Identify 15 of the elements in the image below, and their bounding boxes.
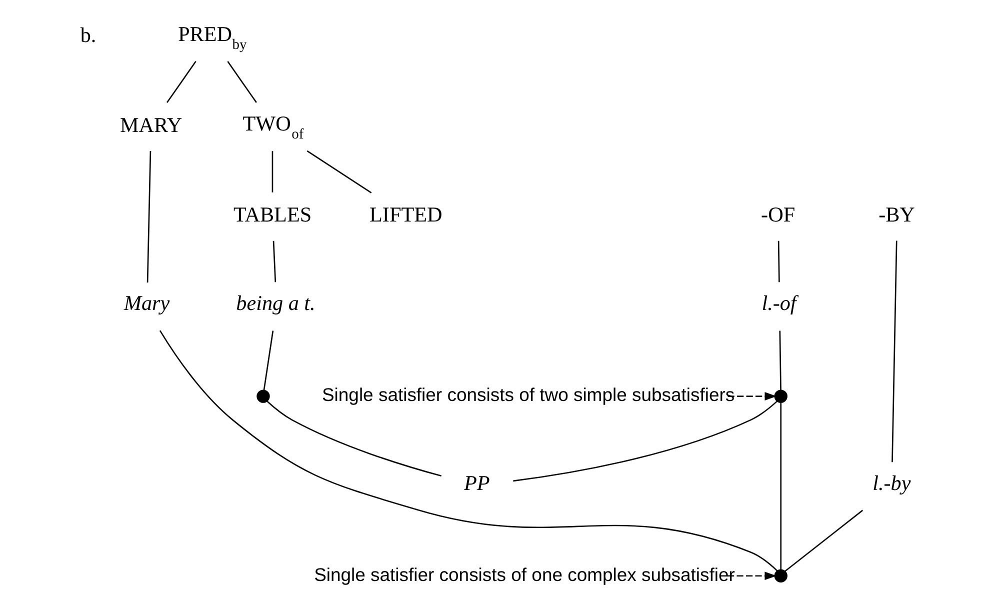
node-text: l.-by [872,470,911,495]
node-text: PP [464,470,490,495]
node-text: LIFTED [370,202,442,227]
node-text: TWO$_{of}$ [242,112,304,143]
node-text: -OF [761,202,796,227]
node-text: l.-of [762,291,796,316]
node-text: Mary [124,291,170,316]
node-text: MARY [120,112,182,137]
label: b. [80,23,96,48]
node-text: Single satisfier consists of two simple subsatisfiers [322,384,735,406]
node-text: PRED$_{by}$ [178,22,247,53]
node-text: -BY [878,202,915,227]
node-text: TABLES [234,202,312,227]
node-text: Single satisfier consists of one complex subsatisfier [314,564,735,585]
node-text: being a t. [236,291,316,316]
